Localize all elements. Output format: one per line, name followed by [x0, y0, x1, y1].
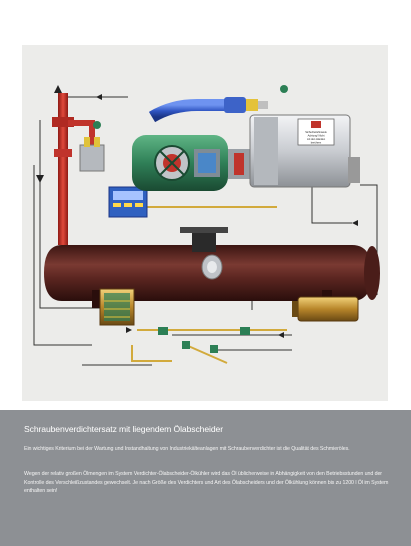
illustration-panel: Sicherheitshinweis Achtung! Nicht mit de… [22, 45, 388, 401]
oil-sight-glass [201, 254, 223, 280]
flow-arrows [36, 85, 358, 338]
electric-motor: Sicherheitshinweis Achtung! Nicht mit de… [249, 114, 360, 188]
control-panel [108, 186, 148, 218]
cutaway-diagram: Sicherheitshinweis Achtung! Nicht mit de… [33, 85, 380, 366]
suction-riser [192, 230, 216, 252]
warning-plate-line: berühren [311, 141, 322, 145]
compressor-unit-illustration: Sicherheitshinweis Achtung! Nicht mit de… [22, 45, 388, 401]
oil-cooler [99, 288, 135, 326]
warning-plate-line: mit den Händen [307, 137, 326, 141]
screw-compressor [132, 135, 228, 191]
small-valves [158, 85, 288, 353]
oil-filter [292, 296, 359, 322]
warning-plate-line: Sicherheitshinweis [305, 130, 327, 134]
section-heading: Schraubenverdichtersatz mit liegendem Öl… [24, 424, 223, 434]
body-paragraph: Wegen der relativ großen Ölmengen im Sys… [24, 471, 389, 495]
valve-cluster-left [79, 121, 105, 172]
caption-band: Schraubenverdichtersatz mit liegendem Öl… [0, 410, 411, 546]
body-paragraph: Ein wichtiges Kriterium bei der Wartung … [24, 446, 350, 452]
suction-pipe [148, 97, 268, 123]
discharge-pipe [52, 93, 95, 245]
warning-plate-line: Achtung! Nicht [308, 134, 325, 138]
